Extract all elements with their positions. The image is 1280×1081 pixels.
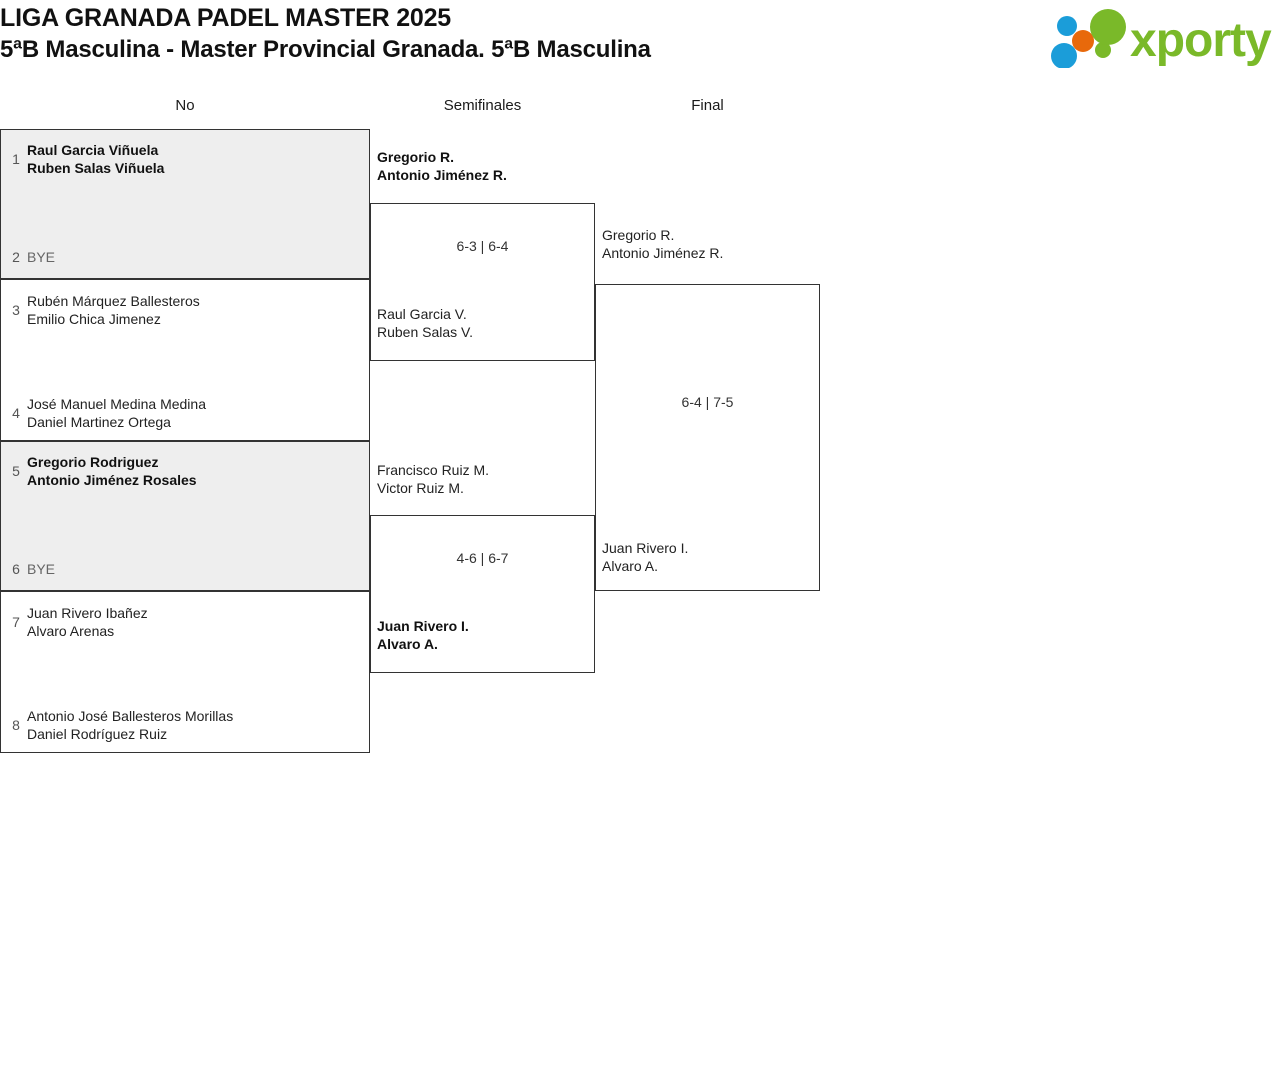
seed-team-names: Juan Rivero Ibañez Alvaro Arenas bbox=[27, 604, 148, 640]
player-line-2: Victor Ruiz M. bbox=[377, 480, 464, 496]
seed-row-1[interactable]: 1 Raul Garcia Viñuela Ruben Salas Viñuel… bbox=[1, 138, 369, 180]
seed-row-6[interactable]: 6 BYE bbox=[1, 548, 369, 590]
bye-label: BYE bbox=[27, 561, 56, 577]
semifinal-1-advancing-team: Gregorio R. Antonio Jiménez R. bbox=[377, 148, 507, 184]
player-line-1: Gregorio Rodriguez bbox=[27, 454, 159, 470]
tournament-title: LIGA GRANADA PADEL MASTER 2025 bbox=[0, 4, 452, 32]
seed-block-3-4: 3 Rubén Márquez Ballesteros Emilio Chica… bbox=[0, 279, 370, 441]
seed-row-5[interactable]: 5 Gregorio Rodriguez Antonio Jiménez Ros… bbox=[1, 450, 369, 492]
column-header-final: Final bbox=[691, 97, 724, 114]
player-line-1: Gregorio R. bbox=[377, 149, 455, 165]
seed-row-4[interactable]: 4 José Manuel Medina Medina Daniel Marti… bbox=[1, 392, 369, 434]
semifinal-2-winner-team: Juan Rivero I. Alvaro A. bbox=[377, 617, 469, 653]
seed-row-7[interactable]: 7 Juan Rivero Ibañez Alvaro Arenas bbox=[1, 601, 369, 643]
seed-row-8[interactable]: 8 Antonio José Ballesteros Morillas Dani… bbox=[1, 704, 369, 746]
semifinal-2-match-box[interactable]: 4-6 | 6-7 Juan Rivero I. Alvaro A. bbox=[370, 515, 595, 673]
column-header-semifinales: Semifinales bbox=[443, 97, 522, 114]
semifinal-2-score: 4-6 | 6-7 bbox=[456, 550, 509, 566]
player-line-1: Antonio José Ballesteros Morillas bbox=[27, 708, 234, 724]
seed-number: 2 bbox=[12, 249, 20, 265]
player-line-1: Juan Rivero I. bbox=[602, 540, 689, 556]
seed-team-names: Rubén Márquez Ballesteros Emilio Chica J… bbox=[27, 292, 200, 328]
player-line-1: Raul Garcia V. bbox=[377, 306, 467, 322]
player-line-2: Daniel Rodríguez Ruiz bbox=[27, 726, 168, 742]
player-line-1: Juan Rivero I. bbox=[377, 618, 469, 634]
player-line-2: Alvaro A. bbox=[602, 558, 659, 574]
semifinal-2-top-team: Francisco Ruiz M. Victor Ruiz M. bbox=[377, 461, 489, 497]
seed-row-2[interactable]: 2 BYE bbox=[1, 236, 369, 278]
semifinal-1-score: 6-3 | 6-4 bbox=[456, 238, 509, 254]
seed-block-1-2: 1 Raul Garcia Viñuela Ruben Salas Viñuel… bbox=[0, 129, 370, 279]
player-line-2: Alvaro Arenas bbox=[27, 623, 115, 639]
seed-team-names: Gregorio Rodriguez Antonio Jiménez Rosal… bbox=[27, 453, 197, 489]
column-header-no: No bbox=[175, 97, 195, 114]
seed-number: 7 bbox=[12, 614, 20, 630]
player-line-2: Antonio Jiménez R. bbox=[602, 245, 724, 261]
player-line-2: Alvaro A. bbox=[377, 636, 438, 652]
player-line-1: Juan Rivero Ibañez bbox=[27, 605, 148, 621]
semifinal-1-match-box[interactable]: 6-3 | 6-4 Raul Garcia V. Ruben Salas V. bbox=[370, 203, 595, 361]
semifinal-1-loser-team: Raul Garcia V. Ruben Salas V. bbox=[377, 305, 473, 341]
seed-number: 8 bbox=[12, 717, 20, 733]
player-line-1: Gregorio R. bbox=[602, 227, 675, 243]
player-line-1: Raul Garcia Viñuela bbox=[27, 142, 159, 158]
seed-row-3[interactable]: 3 Rubén Márquez Ballesteros Emilio Chica… bbox=[1, 289, 369, 331]
final-score: 6-4 | 7-5 bbox=[681, 394, 734, 410]
seed-team-names: Raul Garcia Viñuela Ruben Salas Viñuela bbox=[27, 141, 164, 177]
final-runnerup-team: Juan Rivero I. Alvaro A. bbox=[602, 539, 688, 575]
final-champion-team: Gregorio R. Antonio Jiménez R. bbox=[602, 226, 723, 262]
player-line-2: Ruben Salas Viñuela bbox=[27, 160, 165, 176]
seed-team-names: Antonio José Ballesteros Morillas Daniel… bbox=[27, 707, 233, 743]
player-line-1: José Manuel Medina Medina bbox=[27, 396, 206, 412]
seed-block-5-6: 5 Gregorio Rodriguez Antonio Jiménez Ros… bbox=[0, 441, 370, 591]
seed-number: 5 bbox=[12, 463, 20, 479]
tournament-subtitle: 5ªB Masculina - Master Provincial Granad… bbox=[0, 36, 651, 63]
seed-block-7-8: 7 Juan Rivero Ibañez Alvaro Arenas 8 Ant… bbox=[0, 591, 370, 753]
final-match-box[interactable]: 6-4 | 7-5 Juan Rivero I. Alvaro A. bbox=[595, 284, 820, 591]
xporty-logo[interactable]: xporty bbox=[1046, 4, 1276, 68]
player-line-2: Antonio Jiménez Rosales bbox=[27, 472, 197, 488]
seed-number: 1 bbox=[12, 151, 20, 167]
svg-text:xporty: xporty bbox=[1130, 14, 1272, 67]
player-line-2: Daniel Martinez Ortega bbox=[27, 414, 171, 430]
player-line-1: Francisco Ruiz M. bbox=[377, 462, 490, 478]
player-line-2: Emilio Chica Jimenez bbox=[27, 311, 161, 327]
bye-label: BYE bbox=[27, 249, 56, 265]
seed-number: 4 bbox=[12, 405, 20, 421]
seed-team-names: José Manuel Medina Medina Daniel Martine… bbox=[27, 395, 206, 431]
player-line-1: Rubén Márquez Ballesteros bbox=[27, 293, 200, 309]
seed-number: 3 bbox=[12, 302, 20, 318]
seed-number: 6 bbox=[12, 561, 20, 577]
player-line-2: Ruben Salas V. bbox=[377, 324, 473, 340]
player-line-2: Antonio Jiménez R. bbox=[377, 167, 507, 183]
